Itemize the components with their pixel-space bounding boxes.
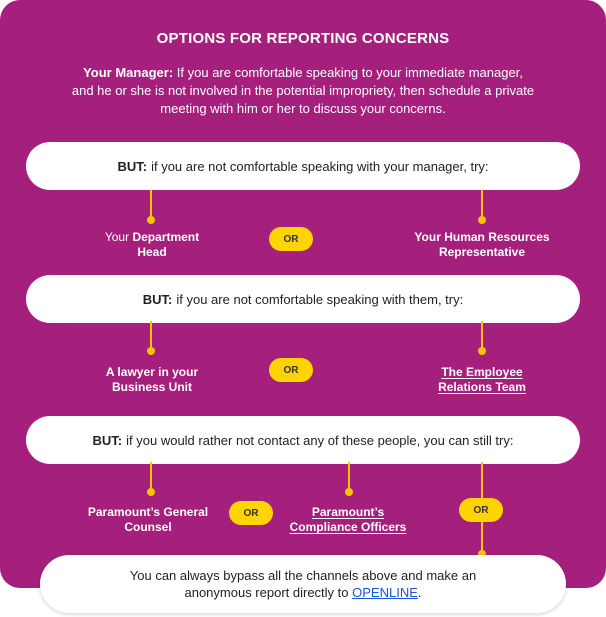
- or-badge: OR: [229, 501, 273, 525]
- escalation-step-2: BUT: if you are not comfortable speaking…: [26, 275, 580, 323]
- employee-relations-link-line1[interactable]: The Employee: [441, 365, 523, 379]
- or-badge: OR: [269, 358, 313, 382]
- connector-line: [150, 190, 152, 220]
- option-department-head-line2: Head: [137, 245, 167, 259]
- escalation-step-1: BUT: if you are not comfortable speaking…: [26, 142, 580, 190]
- intro-lead: Your Manager:: [83, 65, 174, 80]
- pill-2-lead: BUT:: [142, 291, 173, 307]
- connector-line: [481, 190, 483, 220]
- connector-dot: [147, 216, 155, 224]
- connector-dot: [147, 488, 155, 496]
- intro-line-1: If you are comfortable speaking to your …: [176, 65, 523, 80]
- openline-line1: You can always bypass all the channels a…: [129, 568, 477, 583]
- option-hr-line2: Representative: [438, 245, 526, 259]
- openline-link[interactable]: OPENLINE: [352, 585, 418, 600]
- openline-line2-post: .: [417, 585, 422, 600]
- intro-text: Your Manager: If you are comfortable spe…: [40, 64, 566, 118]
- pill-1-lead: BUT:: [117, 158, 148, 174]
- connector-dot: [345, 488, 353, 496]
- option-employee-relations-team[interactable]: The Employee Relations Team: [410, 365, 554, 395]
- compliance-officers-link-line1[interactable]: Paramount’s: [311, 505, 385, 519]
- connector-dot: [478, 347, 486, 355]
- option-counsel-line1: Paramount’s General: [87, 505, 209, 519]
- escalation-step-3: BUT: if you would rather not contact any…: [26, 416, 580, 464]
- connector-line: [150, 321, 152, 351]
- connector-line: [481, 321, 483, 351]
- option-hr-line1: Your Human Resources: [414, 230, 550, 244]
- employee-relations-link-line2[interactable]: Relations Team: [438, 380, 526, 394]
- connector-dot: [478, 216, 486, 224]
- pill-1-text: if you are not comfortable speaking with…: [151, 158, 489, 174]
- option-general-counsel: Paramount’s General Counsel: [76, 505, 220, 535]
- connector-dot: [147, 347, 155, 355]
- or-badge: OR: [459, 498, 503, 522]
- pill-2-text: if you are not comfortable speaking with…: [176, 291, 464, 307]
- openline-line2-pre: anonymous report directly to: [184, 585, 349, 600]
- option-department-head-pre: Your: [104, 230, 130, 244]
- or-badge: OR: [269, 227, 313, 251]
- intro-line-3: meeting with him or her to discuss your …: [160, 101, 446, 116]
- option-department-head: Your Department Head: [80, 230, 224, 260]
- pill-3-lead: BUT:: [92, 432, 123, 448]
- option-hr-representative: Your Human Resources Representative: [392, 230, 572, 260]
- connector-line: [348, 462, 350, 492]
- option-compliance-officers[interactable]: Paramount’s Compliance Officers: [276, 505, 420, 535]
- compliance-officers-link-line2[interactable]: Compliance Officers: [289, 520, 407, 534]
- option-counsel-line2: Counsel: [124, 520, 172, 534]
- connector-line: [150, 462, 152, 492]
- option-business-unit-lawyer: A lawyer in your Business Unit: [80, 365, 224, 395]
- option-department-head-bold: Department: [132, 230, 200, 244]
- pill-3-text: if you would rather not contact any of t…: [126, 432, 514, 448]
- page-title: OPTIONS FOR REPORTING CONCERNS: [156, 30, 450, 47]
- option-lawyer-line2: Business Unit: [111, 380, 192, 394]
- option-lawyer-line1: A lawyer in your: [105, 365, 199, 379]
- openline-callout: You can always bypass all the channels a…: [40, 555, 566, 613]
- intro-line-2: and he or she is not involved in the pot…: [71, 83, 535, 98]
- connector-dot: [478, 550, 486, 558]
